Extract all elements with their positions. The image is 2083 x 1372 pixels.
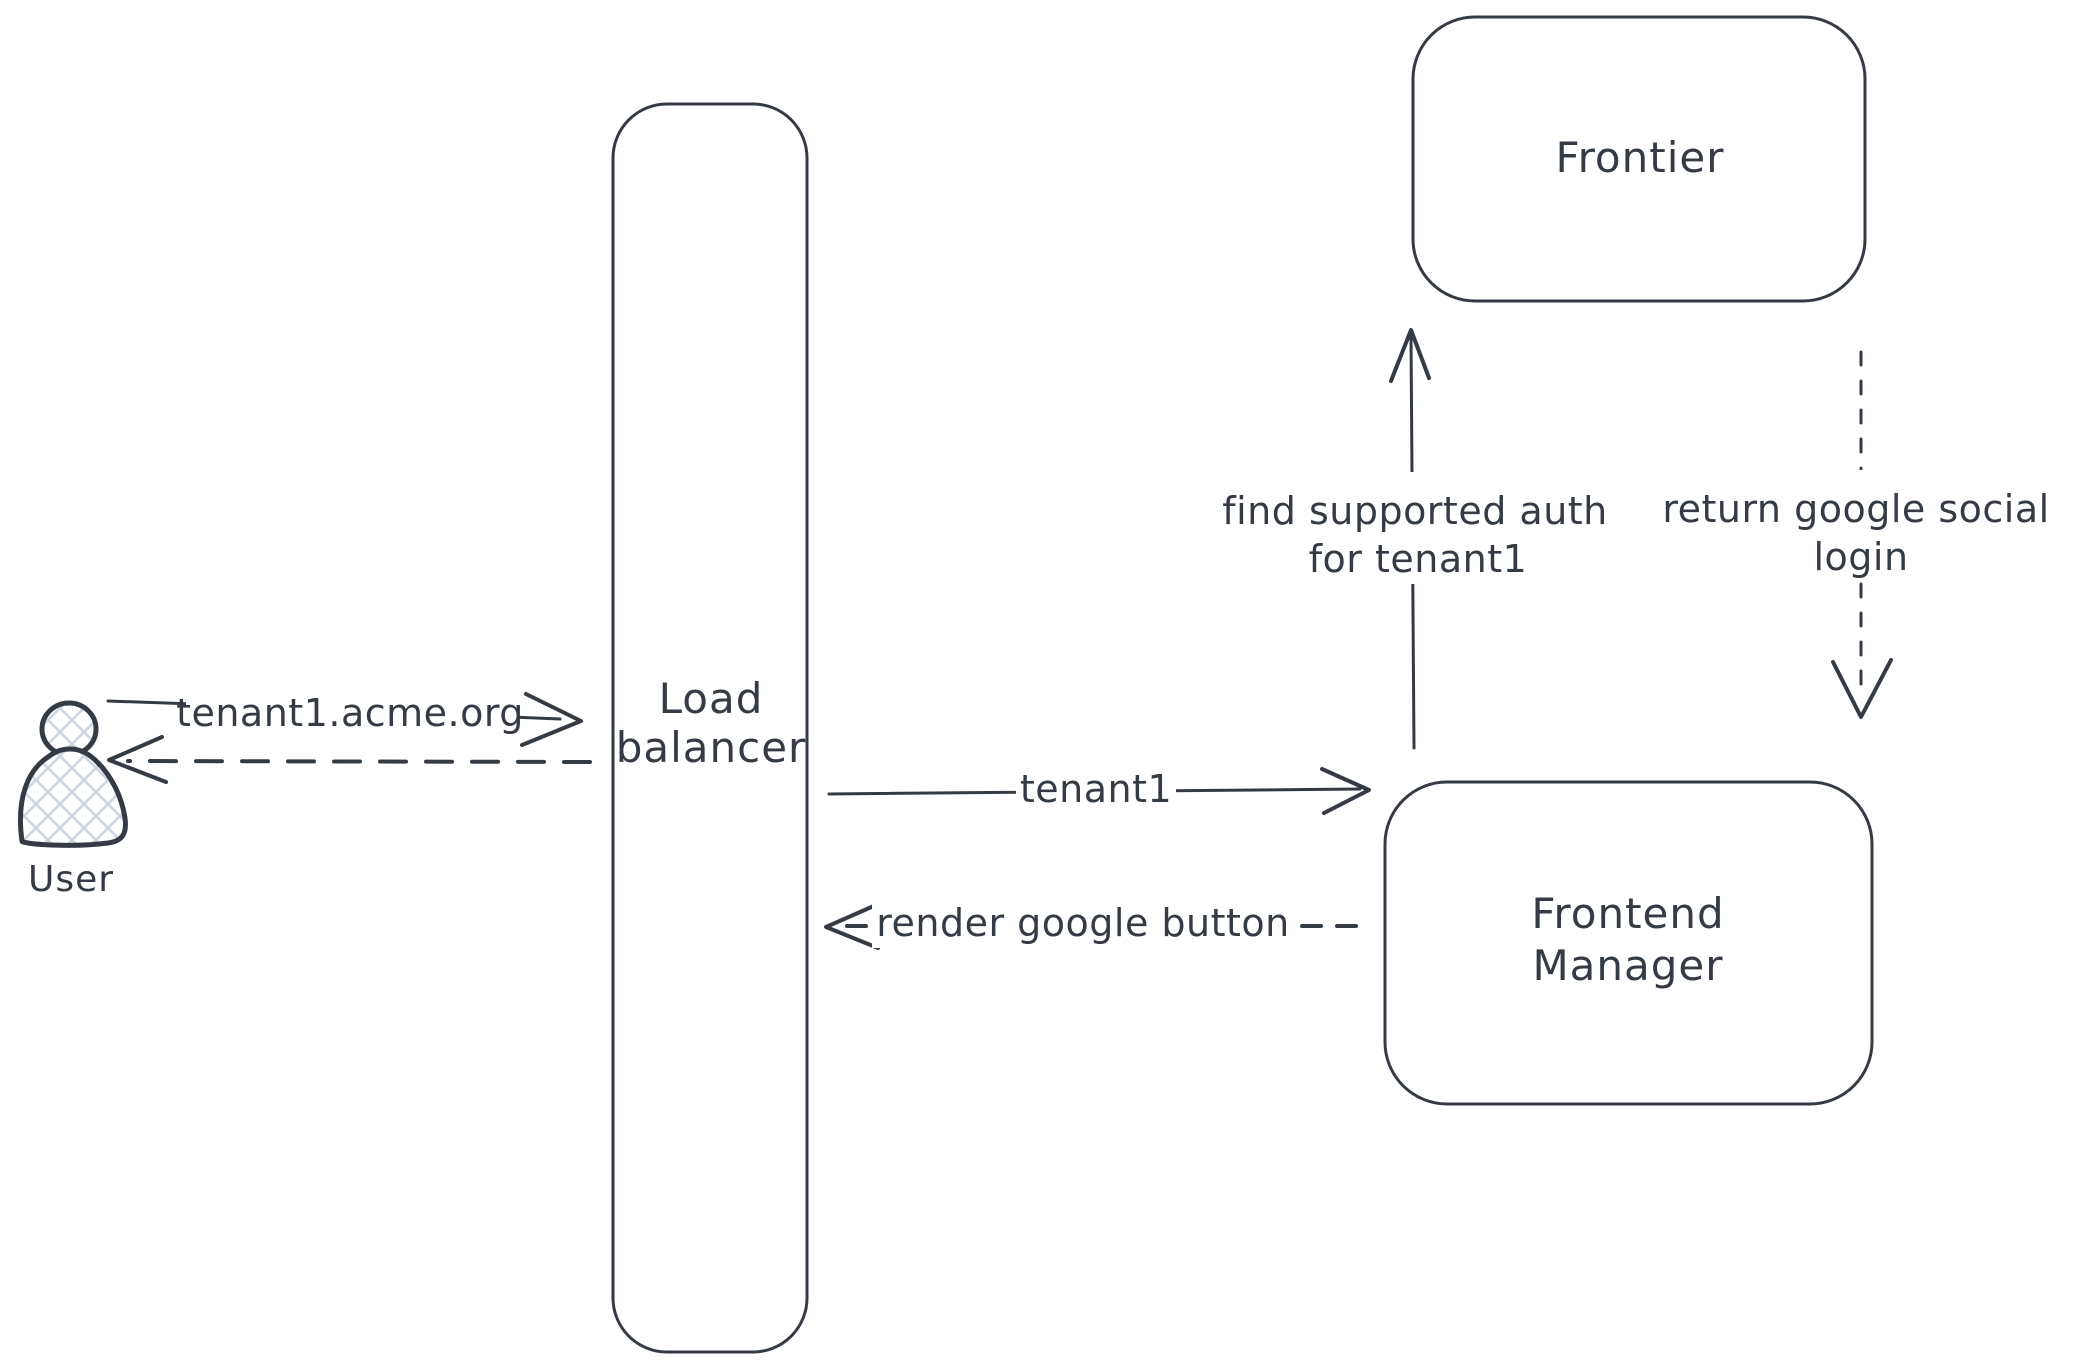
frontend-manager-label-line1: Frontend [1531,889,1724,938]
edge-frontend-manager-to-frontier: find supported auth for tenant1 [1208,328,1622,750]
edge-frontend-manager-to-load-balancer-label-mask [872,886,1294,948]
frontend-manager-box [1383,780,1874,1106]
edge-frontier-to-frontend-manager-label-line1: return google social [1662,487,2049,531]
load-balancer-node: Load balancer [611,102,809,1354]
edge-load-balancer-to-frontend-manager: tenant1 [827,758,1371,815]
frontier-node: Frontier [1411,15,1867,303]
edge-user-to-load-balancer-label-mask [186,678,518,738]
edge-frontier-to-frontend-manager-label-line2: login [1813,535,1908,579]
edge-user-to-load-balancer-label: tenant1.acme.org [176,691,524,735]
load-balancer-label-line2: balancer [616,723,807,772]
edge-frontend-manager-to-frontier-label-mask [1208,472,1622,584]
edge-frontend-manager-to-frontier-arrowhead [1389,328,1431,383]
frontend-manager-node: Frontend Manager [1383,780,1874,1106]
user-actor-icon [17,700,128,848]
edge-load-balancer-to-user [107,735,592,784]
edge-frontend-manager-to-frontier-label-line2: for tenant1 [1309,537,1528,581]
user-body [17,746,128,848]
edge-load-balancer-to-user-arrowhead [107,735,168,784]
frontier-box [1411,15,1867,303]
edge-frontend-manager-to-frontier-label-line1: find supported auth [1222,489,1608,533]
edge-load-balancer-to-user-line [126,759,592,764]
edge-frontend-manager-to-load-balancer: render google button [824,886,1358,950]
load-balancer-label-line1: Load [659,674,764,723]
edge-frontier-to-frontend-manager-label-mask [1652,470,2060,582]
edge-load-balancer-to-frontend-manager-label: tenant1 [1020,767,1172,811]
edge-frontend-manager-to-load-balancer-arrowhead [824,903,880,950]
edge-frontier-to-frontend-manager-arrowhead [1831,658,1893,719]
edge-load-balancer-to-frontend-manager-label-mask [1016,758,1176,806]
load-balancer-box [611,102,809,1354]
edge-frontier-to-frontend-manager: return google social login [1652,350,2060,719]
edge-frontend-manager-to-load-balancer-label: render google button [876,901,1290,945]
frontier-label: Frontier [1555,133,1724,182]
user-label: User [28,859,114,900]
frontend-manager-label-line2: Manager [1532,941,1723,990]
edge-load-balancer-to-frontend-manager-arrowhead [1320,767,1371,815]
edge-user-to-load-balancer: tenant1.acme.org [106,678,583,747]
edge-user-to-load-balancer-arrowhead [520,692,583,747]
